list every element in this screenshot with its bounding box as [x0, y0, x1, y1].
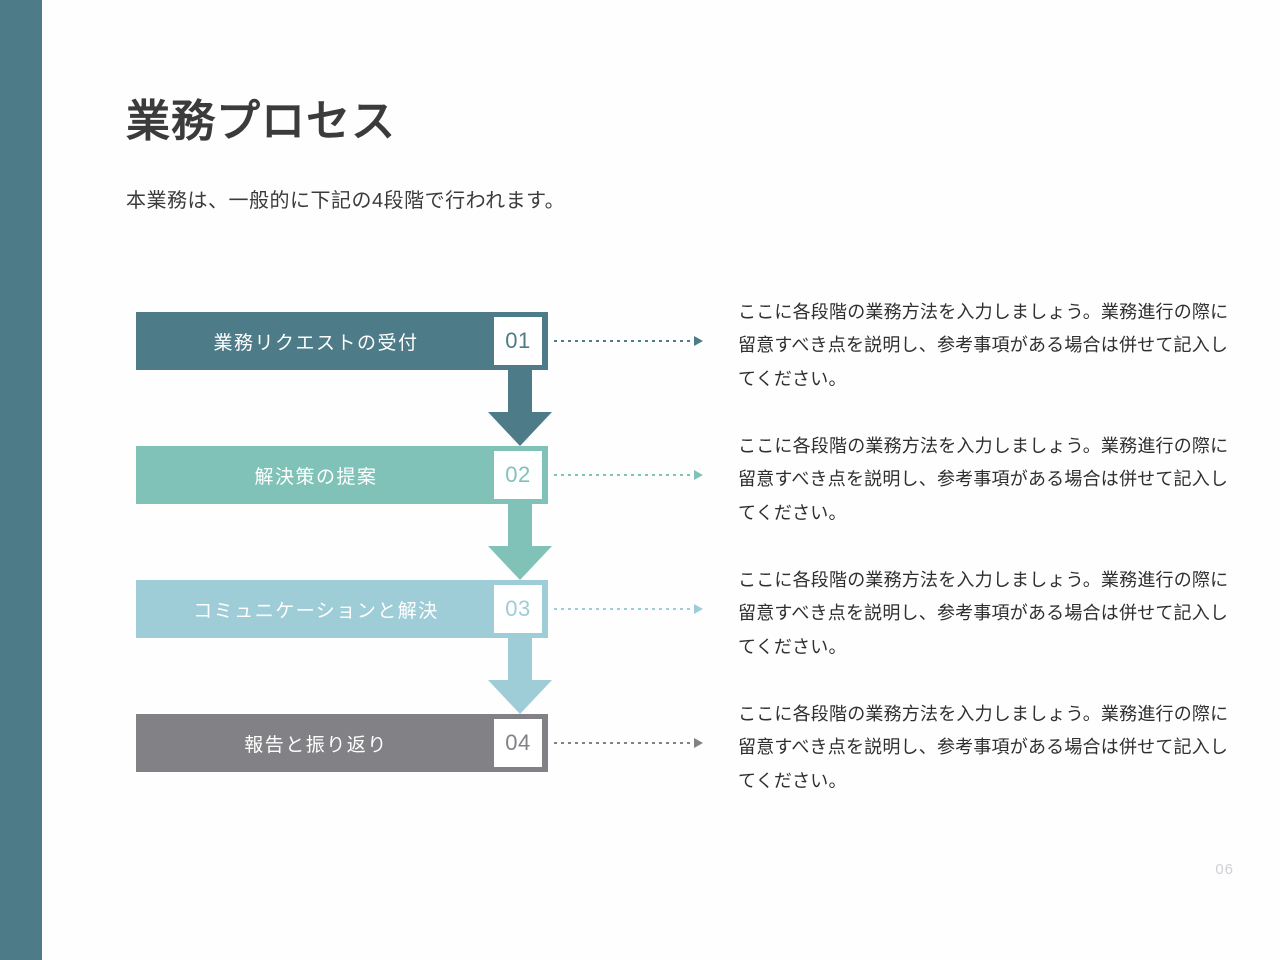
step-number-box-2: 02 — [494, 451, 542, 499]
step-description-4: ここに各段階の業務方法を入力しましょう。業務進行の際に留意すべき点を説明し、参考… — [738, 704, 1229, 791]
step-number-4: 04 — [505, 730, 531, 755]
down-arrow-stem-3 — [508, 638, 532, 682]
process-step-2[interactable]: 解決策の提案 02 — [136, 446, 1236, 580]
dotted-line-1 — [554, 340, 694, 342]
dotted-line-2 — [554, 474, 694, 476]
step-number-3: 03 — [505, 596, 531, 621]
down-arrow-stem-2 — [508, 504, 532, 548]
down-arrow-head-2 — [488, 546, 552, 580]
step-label-2: 解決策の提案 — [254, 466, 378, 488]
step-label-1: 業務リクエストの受付 — [213, 332, 419, 354]
step-connector-dotted-3 — [554, 604, 709, 614]
process-step-4[interactable]: 報告と振り返り 04 — [136, 714, 1236, 772]
page-subtitle: 本業務は、一般的に下記の4段階で行われます。 — [126, 190, 566, 212]
dotted-arrowhead-4 — [694, 738, 703, 748]
step-number-1: 01 — [505, 328, 531, 353]
slide-canvas: 業務プロセス 本業務は、一般的に下記の4段階で行われます。 業務リクエストの受付… — [42, 0, 1280, 960]
step-bar-3[interactable]: コミュニケーションと解決 03 — [136, 580, 548, 638]
down-arrow-1 — [136, 370, 552, 446]
step-description-3: ここに各段階の業務方法を入力しましょう。業務進行の際に留意すべき点を説明し、参考… — [738, 570, 1229, 657]
dotted-arrowhead-3 — [694, 604, 703, 614]
dotted-line-3 — [554, 608, 694, 610]
step-bar-1[interactable]: 業務リクエストの受付 01 — [136, 312, 548, 370]
dotted-line-4 — [554, 742, 694, 744]
dotted-arrowhead-2 — [694, 470, 703, 480]
step-description-1: ここに各段階の業務方法を入力しましょう。業務進行の際に留意すべき点を説明し、参考… — [738, 302, 1229, 389]
down-arrow-2 — [136, 504, 552, 580]
step-connector-dotted-2 — [554, 470, 709, 480]
page-title: 業務プロセス — [126, 97, 396, 146]
step-bar-2[interactable]: 解決策の提案 02 — [136, 446, 548, 504]
left-accent-bar — [0, 0, 42, 960]
step-connector-dotted-1 — [554, 336, 709, 346]
dotted-arrowhead-1 — [694, 336, 703, 346]
step-description-2: ここに各段階の業務方法を入力しましょう。業務進行の際に留意すべき点を説明し、参考… — [738, 436, 1229, 523]
page-number: 06 — [1215, 861, 1234, 878]
down-arrow-3 — [136, 638, 552, 714]
down-arrow-head-3 — [488, 680, 552, 714]
step-label-4: 報告と振り返り — [244, 734, 388, 756]
step-bar-4[interactable]: 報告と振り返り 04 — [136, 714, 548, 772]
step-connector-dotted-4 — [554, 738, 709, 748]
step-label-3: コミュニケーションと解決 — [193, 600, 439, 622]
step-number-box-1: 01 — [494, 317, 542, 365]
down-arrow-head-1 — [488, 412, 552, 446]
down-arrow-stem-1 — [508, 370, 532, 414]
step-number-2: 02 — [505, 462, 531, 487]
step-number-box-3: 03 — [494, 585, 542, 633]
step-number-box-4: 04 — [494, 719, 542, 767]
process-flow-diagram: 業務リクエストの受付 01 解決策の提案 02 — [136, 302, 1236, 802]
